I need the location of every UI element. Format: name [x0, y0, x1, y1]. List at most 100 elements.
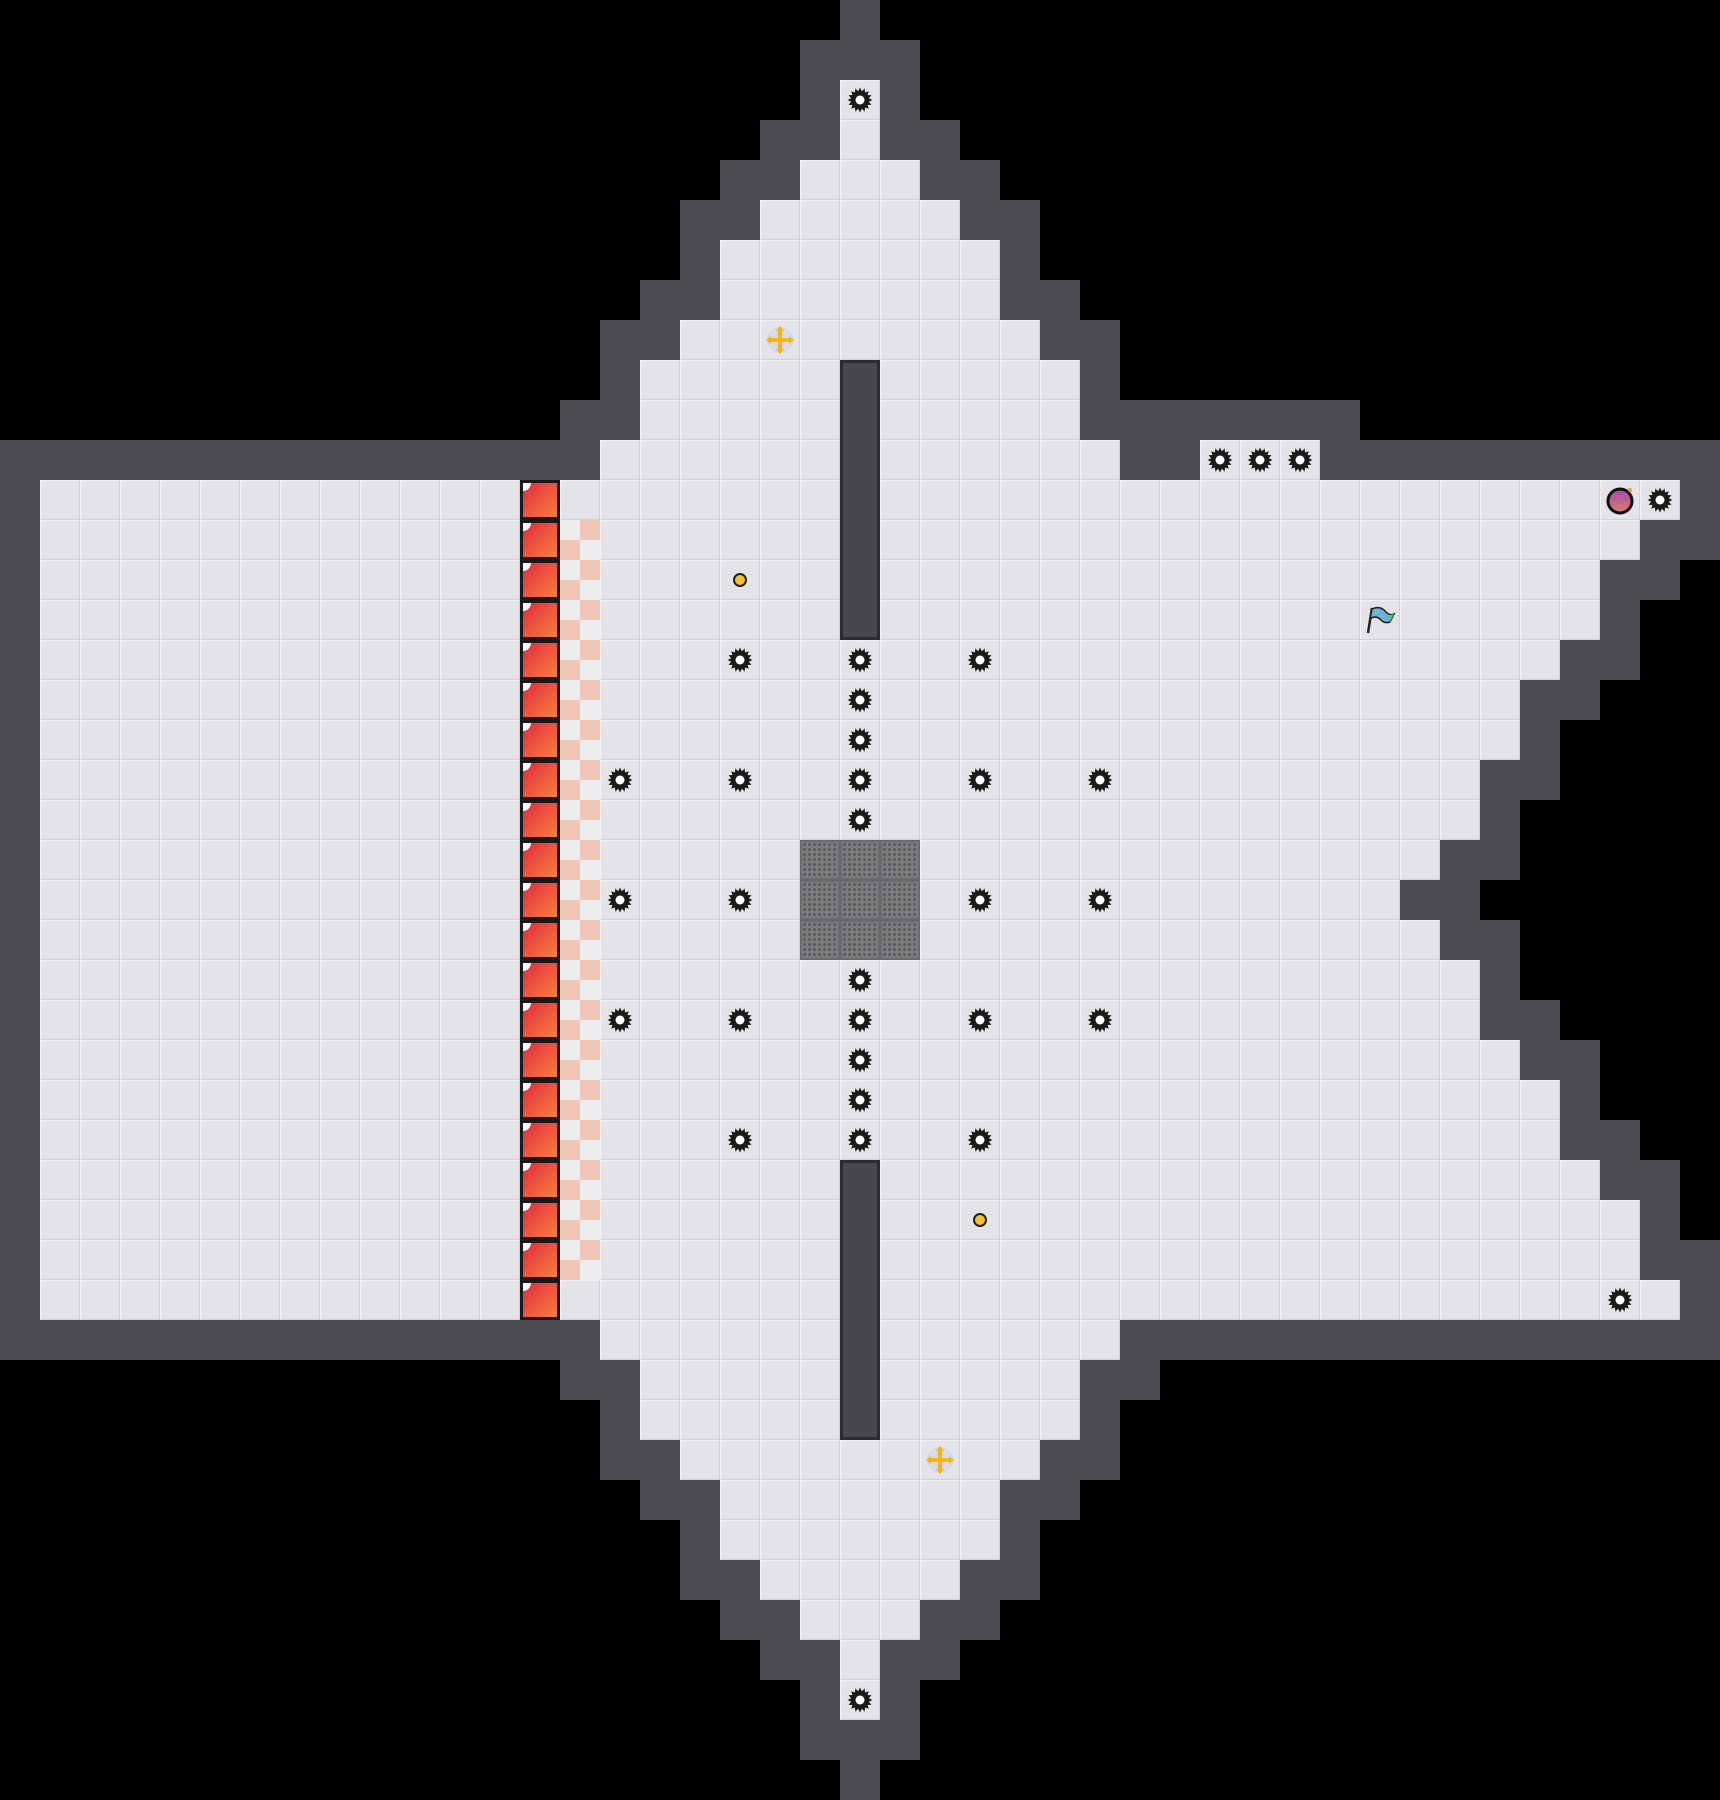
floor-tile [120, 1160, 160, 1200]
floor-tile [720, 1160, 760, 1200]
floor-tile [480, 560, 520, 600]
red-block [520, 1080, 560, 1120]
floor-tile [1480, 720, 1520, 760]
wall-tile [1560, 1320, 1600, 1360]
floor-tile [680, 520, 720, 560]
floor-tile [160, 720, 200, 760]
floor-tile [1400, 520, 1440, 560]
floor-tile [1240, 520, 1280, 560]
floor-tile [1560, 520, 1600, 560]
grate-block [840, 840, 880, 880]
wall-tile [1600, 440, 1640, 480]
floor-tile [240, 1120, 280, 1160]
wall-tile [800, 120, 840, 160]
floor-tile [1080, 800, 1120, 840]
floor-tile [1360, 760, 1400, 800]
floor-tile [840, 1560, 880, 1600]
floor-tile [1600, 520, 1640, 560]
floor-tile [1440, 1040, 1480, 1080]
checker-tile [560, 520, 600, 560]
floor-tile [1200, 600, 1240, 640]
floor-tile [400, 520, 440, 560]
floor-tile [1200, 920, 1240, 960]
floor-tile [40, 1040, 80, 1080]
floor-tile [1360, 1120, 1400, 1160]
floor-tile [160, 760, 200, 800]
checker-tile [560, 1040, 600, 1080]
floor-tile [1240, 840, 1280, 880]
floor-tile [480, 1280, 520, 1320]
checker-tile [560, 680, 600, 720]
floor-tile [1160, 1160, 1200, 1200]
floor-tile [440, 760, 480, 800]
floor-tile [880, 1560, 920, 1600]
wall-tile [0, 440, 40, 480]
exit-flag-icon [1360, 600, 1400, 640]
checker-tile [560, 1120, 600, 1160]
floor-tile [760, 640, 800, 680]
mine-icon [840, 1080, 880, 1120]
floor-tile [400, 1240, 440, 1280]
floor-tile [320, 560, 360, 600]
floor-tile [280, 1160, 320, 1200]
wall-tile [720, 1560, 760, 1600]
floor-tile [800, 1120, 840, 1160]
red-block [520, 1160, 560, 1200]
wall-tile [640, 1480, 680, 1520]
wall-tile [1600, 1160, 1640, 1200]
mine-icon [840, 80, 880, 120]
floor-tile [400, 1280, 440, 1320]
floor-tile [120, 920, 160, 960]
floor-tile [1400, 960, 1440, 1000]
wall-tile [680, 240, 720, 280]
floor-tile [1440, 640, 1480, 680]
wall-tile [1640, 1200, 1680, 1240]
floor-tile [320, 1280, 360, 1320]
floor-tile [40, 1080, 80, 1120]
floor-tile [800, 1160, 840, 1200]
wall-tile [1520, 1040, 1560, 1080]
checker-tile [560, 840, 600, 880]
floor-tile [600, 640, 640, 680]
floor-tile [1520, 1160, 1560, 1200]
floor-tile [1200, 640, 1240, 680]
wall-tile [1080, 320, 1120, 360]
floor-tile [240, 640, 280, 680]
floor-tile [1280, 1240, 1320, 1280]
floor-tile [160, 1000, 200, 1040]
floor-tile [480, 840, 520, 880]
floor-tile [600, 1080, 640, 1120]
floor-tile [80, 680, 120, 720]
floor-tile [400, 560, 440, 600]
floor-tile [240, 1160, 280, 1200]
floor-tile [1480, 1040, 1520, 1080]
floor-tile [720, 1080, 760, 1120]
floor-tile [1320, 560, 1360, 600]
floor-tile [920, 280, 960, 320]
floor-tile [1000, 520, 1040, 560]
floor-tile [40, 560, 80, 600]
floor-tile [80, 640, 120, 680]
floor-tile [1040, 920, 1080, 960]
floor-tile [1360, 720, 1400, 760]
wall-tile [160, 1320, 200, 1360]
floor-tile [960, 840, 1000, 880]
floor-tile [1360, 1040, 1400, 1080]
wall-tile [1440, 880, 1480, 920]
wall-tile [0, 1240, 40, 1280]
floor-tile [1280, 800, 1320, 840]
floor-tile [760, 760, 800, 800]
grate-block [800, 840, 840, 880]
floor-tile [80, 480, 120, 520]
floor-tile [1120, 920, 1160, 960]
floor-tile [960, 1360, 1000, 1400]
floor-tile [440, 800, 480, 840]
floor-tile [200, 920, 240, 960]
wall-tile [640, 1440, 680, 1480]
floor-tile [160, 1080, 200, 1120]
wall-tile [720, 1600, 760, 1640]
floor-tile [1040, 1160, 1080, 1200]
floor-tile [800, 760, 840, 800]
floor-tile [1400, 600, 1440, 640]
mine-icon [1080, 880, 1120, 920]
